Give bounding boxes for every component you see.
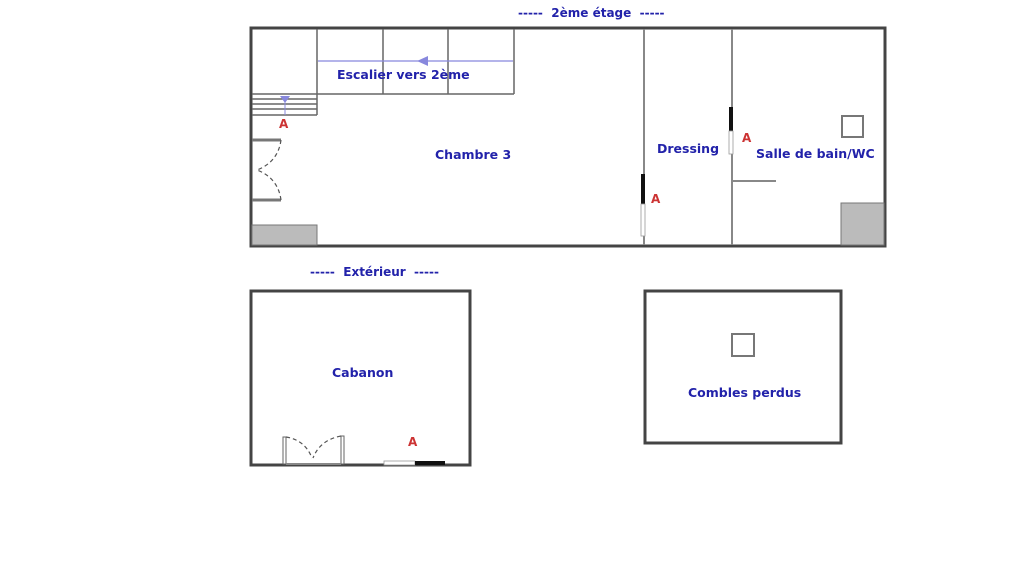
bathroom-vent-square (841, 115, 864, 138)
room-label-cabanon: Cabanon (332, 365, 394, 380)
room-label-combles: Combles perdus (688, 385, 802, 400)
combles-outer-wall (643, 289, 843, 445)
chambre3-storage-block (251, 224, 318, 246)
bathroom-shower-block (840, 202, 885, 246)
cabanon-outer-wall (249, 289, 472, 467)
section-title-exterior: ----- Extérieur ----- (310, 265, 439, 279)
section-title-floor2: ----- 2ème étage ----- (518, 6, 665, 20)
step-down-arrow-icon (280, 96, 290, 115)
floor2-outer-wall (249, 26, 887, 248)
room-label-chambre3: Chambre 3 (435, 147, 512, 162)
dressing-window (729, 107, 733, 131)
combles-hatch-square (731, 333, 755, 357)
marker-a-dressing-window: A (742, 131, 752, 145)
room-label-bathroom: Salle de bain/WC (756, 146, 875, 161)
room-label-stairs: Escalier vers 2ème (337, 67, 470, 82)
stair-arrow-icon (318, 56, 513, 66)
marker-a-cabanon-window: A (408, 435, 418, 449)
marker-a-stairs: A (279, 117, 289, 131)
cabanon-double-door-icon (282, 435, 345, 465)
chambre3-window (641, 174, 645, 204)
cabanon-window (383, 460, 445, 466)
marker-a-chambre3-window: A (651, 192, 661, 206)
double-door-icon (252, 138, 282, 202)
room-label-dressing: Dressing (657, 141, 720, 156)
